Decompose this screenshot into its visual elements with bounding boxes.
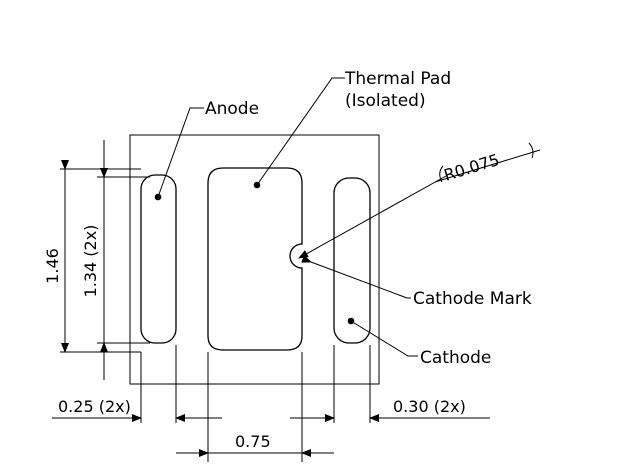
- height-overall-label: 1.46: [43, 248, 62, 284]
- thermal-pad: [207, 167, 303, 351]
- cathode-mark-leader: [301, 255, 411, 299]
- dim-height-pad: [97, 140, 150, 380]
- thermal-pad-leader: [253, 77, 345, 189]
- cathode-pad: [333, 177, 371, 344]
- cathode-label: Cathode: [420, 348, 491, 368]
- thermal-pad-label: Thermal Pad: [344, 69, 451, 89]
- package-outline: [129, 134, 380, 385]
- anode-leader: [154, 107, 204, 201]
- thermal-pad-sublabel: (Isolated): [345, 91, 426, 111]
- radius-leader: [298, 149, 541, 259]
- radius-label: R0.075: [442, 150, 502, 185]
- dim-height-overall: [60, 160, 141, 353]
- width-right-label: 0.30 (2x): [393, 397, 466, 416]
- anode-pad: [140, 174, 177, 344]
- anode-label: Anode: [205, 99, 259, 119]
- height-pad-label: 1.34 (2x): [81, 225, 100, 298]
- cathode-leader: [347, 317, 418, 357]
- cathode-mark-label: Cathode Mark: [413, 289, 532, 309]
- pitch-label: 0.75: [235, 432, 271, 451]
- width-left-label: 0.25 (2x): [58, 397, 131, 416]
- radius-bracket: [439, 142, 534, 183]
- bottom-extension-lines: [140, 345, 371, 462]
